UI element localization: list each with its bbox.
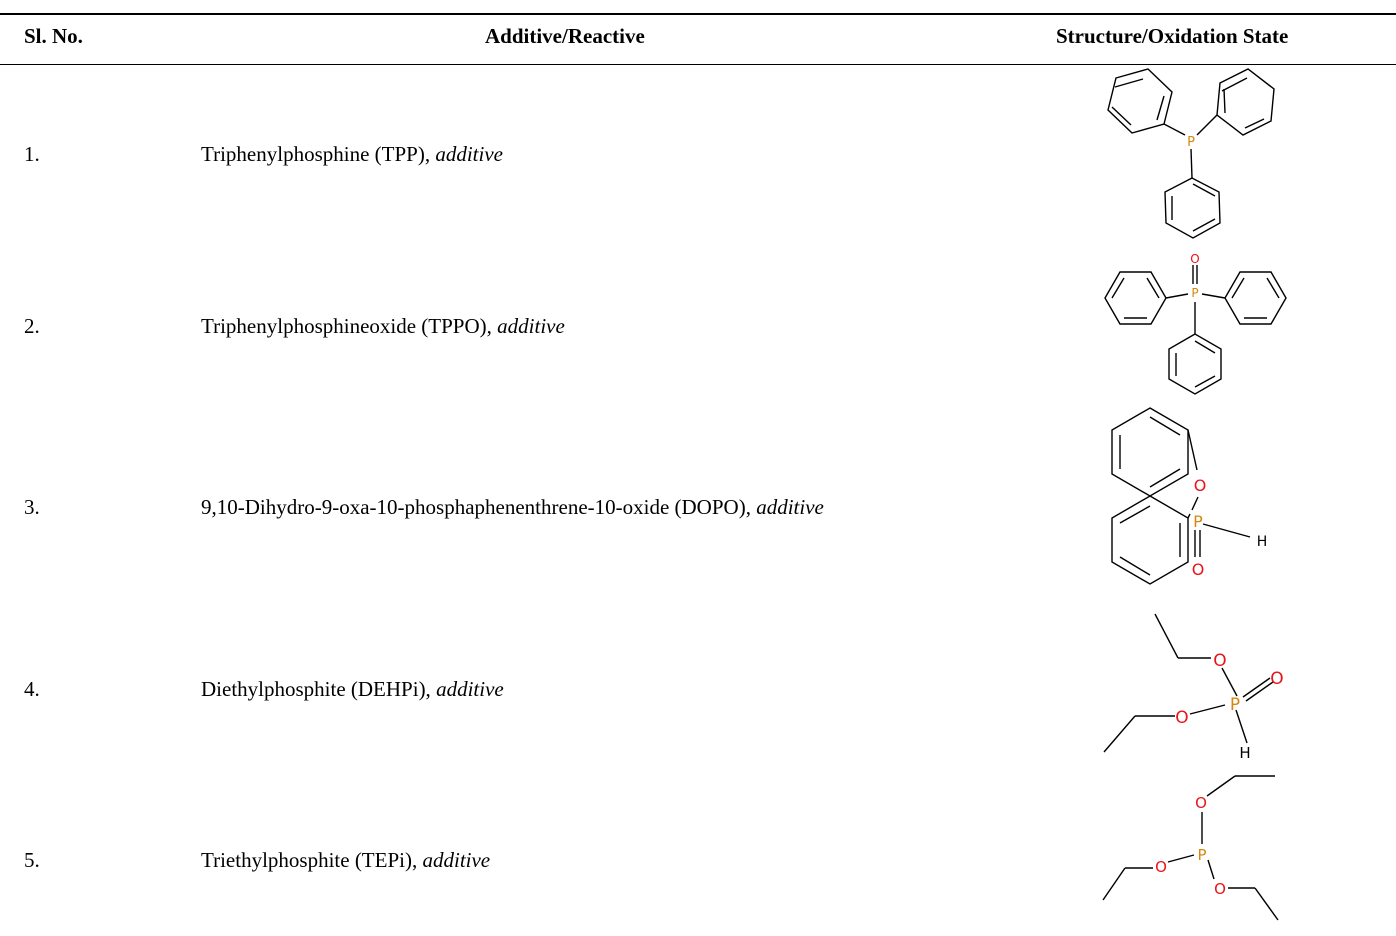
header-additive-reactive: Additive/Reactive [485,24,645,48]
hydrogen-atom-label: H [1239,744,1250,762]
phosphorus-atom-label: P [1197,846,1206,864]
row-4-type: additive [436,677,504,701]
oxygen-atom-label: O [1192,560,1205,579]
phosphorus-atom-label: P [1187,135,1195,150]
oxygen-atom-label: O [1155,858,1167,876]
dopo-structure-icon: O P H O [1110,400,1300,610]
phosphorus-atom-label: P [1193,512,1203,531]
row-3-number: 3. [24,495,40,519]
row-1-number: 1. [24,142,40,166]
oxygen-atom-label: O [1195,794,1207,812]
oxygen-atom-label: O [1270,669,1283,689]
row-1-name: Triphenylphosphine (TPP), additive [201,142,503,166]
row-5-type: additive [422,848,491,872]
row-2-type: additive [497,314,565,338]
row-4-name: Diethylphosphite (DEHPi), additive [201,677,504,701]
table-top-rule [0,13,1396,15]
row-5-name: Triethylphosphite (TEPi), additive [201,848,491,872]
oxygen-atom-label: O [1194,476,1207,495]
oxygen-atom-label: O [1175,708,1188,728]
diethylphosphite-structure-icon: O O P O H [1095,610,1295,770]
row-2-name: Triphenylphosphineoxide (TPPO), additive [201,314,565,338]
triphenylphosphine-structure-icon: P [1085,62,1315,252]
table-header-rule [0,64,1396,65]
oxygen-atom-label: O [1190,252,1199,266]
row-1-type: additive [435,142,503,166]
oxygen-atom-label: O [1214,880,1226,898]
phosphorus-atom-label: P [1191,286,1198,300]
row-4-number: 4. [24,677,40,701]
row-5-number: 5. [24,848,40,872]
row-3-name: 9,10-Dihydro-9-oxa-10-phosphaphenenthren… [201,495,824,519]
oxygen-atom-label: O [1213,651,1226,671]
phosphorus-atom-label: P [1230,695,1240,715]
row-3-type: additive [756,495,824,519]
hydrogen-atom-label: H [1257,534,1268,550]
row-2-number: 2. [24,314,40,338]
triphenylphosphine-oxide-structure-icon: O P [1085,250,1315,400]
triethylphosphite-structure-icon: O P O O [1095,770,1295,930]
header-sl-no: Sl. No. [24,24,83,48]
header-structure: Structure/Oxidation State [1056,24,1289,48]
